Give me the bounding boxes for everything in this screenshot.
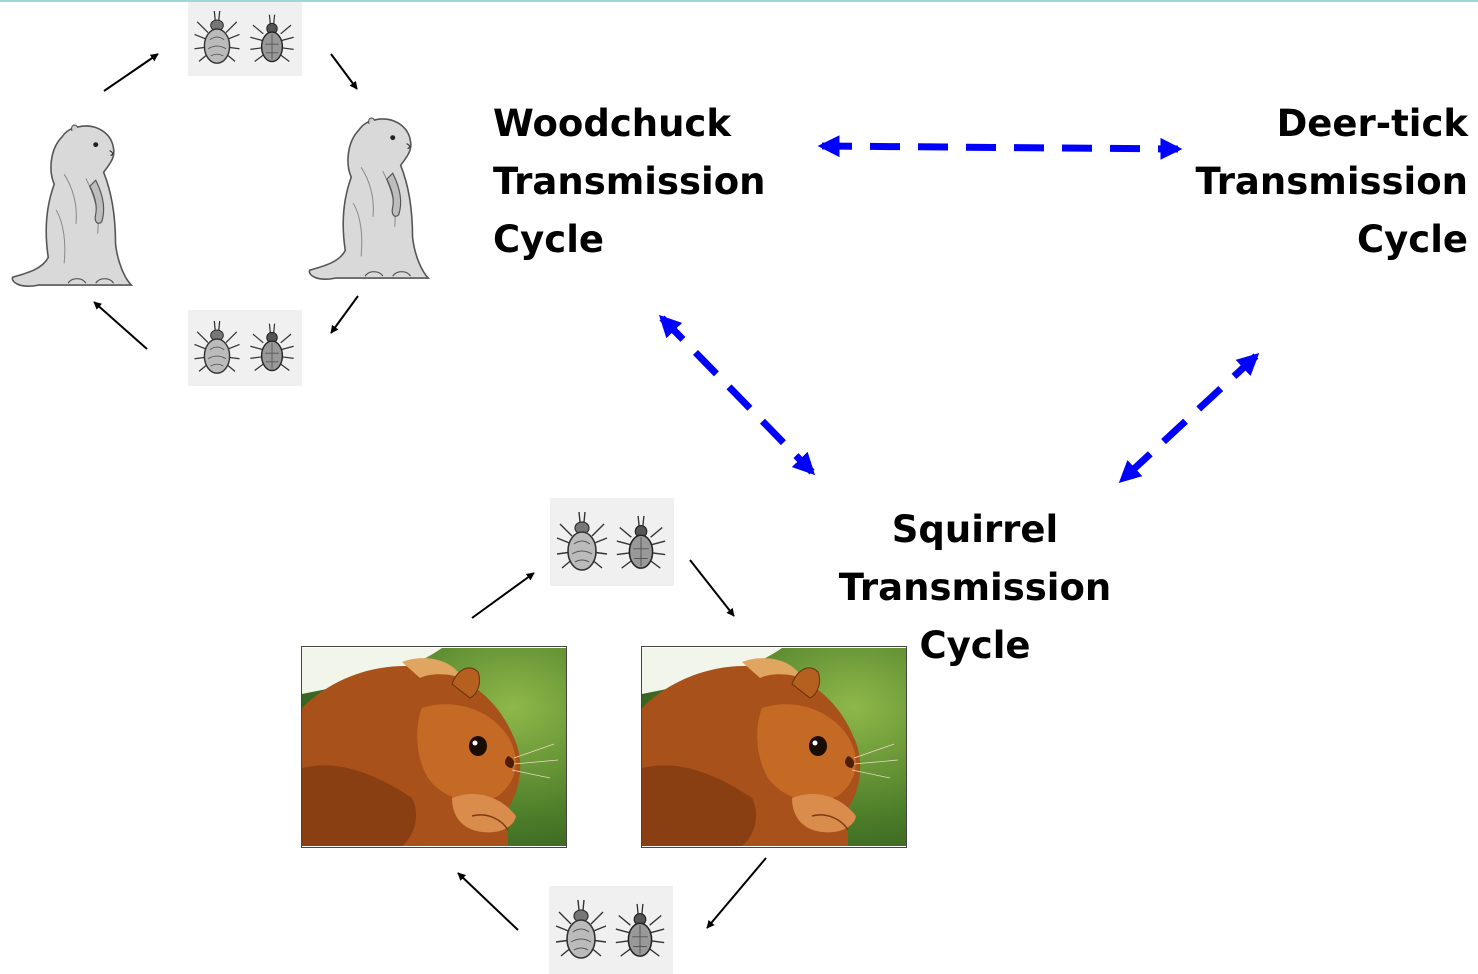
label-line: Transmission [838, 566, 1112, 609]
label-line: Cycle [919, 624, 1031, 667]
tick-pair-image [188, 2, 302, 76]
label-line: Cycle [493, 218, 604, 261]
label-line: Deer-tick [1276, 102, 1468, 145]
cycle-arrow [471, 572, 535, 619]
tick-pair-image [550, 498, 674, 586]
cycle-arrow [457, 872, 519, 931]
tick-pair-image [549, 886, 673, 974]
squirrel-photo [301, 646, 567, 848]
tick-pair-image [188, 310, 302, 386]
cycle-arrow [103, 53, 159, 92]
link-woodchuck-deertick [817, 135, 1183, 160]
cycle-arrow [93, 301, 148, 350]
squirrel-cycle-label: Squirrel Transmission Cycle [835, 501, 1115, 675]
label-line: Cycle [1357, 218, 1468, 261]
label-line: Woodchuck [493, 102, 731, 145]
link-woodchuck-squirrel [658, 314, 816, 476]
label-line: Squirrel [891, 508, 1059, 551]
cycle-arrow [689, 559, 735, 617]
cycle-arrow [706, 857, 767, 929]
deertick-cycle-label: Deer-tick Transmission Cycle [1196, 95, 1468, 269]
label-line: Transmission [493, 160, 766, 203]
link-deertick-squirrel [1118, 353, 1260, 483]
top-rule [0, 0, 1478, 2]
cycle-arrow [330, 295, 359, 334]
woodchuck-cycle-label: Woodchuck Transmission Cycle [493, 95, 765, 269]
cycle-arrow [330, 53, 358, 90]
squirrel-photo [641, 646, 907, 848]
label-line: Transmission [1195, 160, 1468, 203]
